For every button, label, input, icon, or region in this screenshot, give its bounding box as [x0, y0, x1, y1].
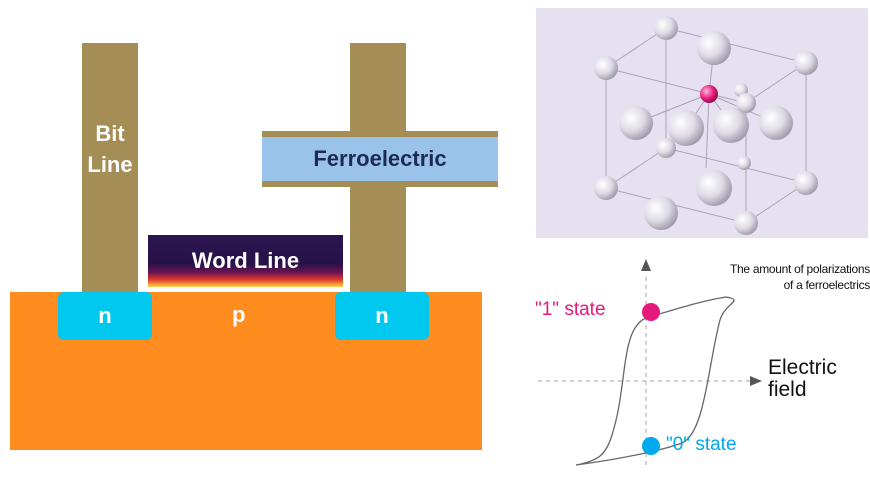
- hysteresis-plot: The amount of polarizations of a ferroel…: [510, 245, 870, 477]
- state-1-point: [642, 303, 660, 321]
- bit-line-pillar: [82, 43, 138, 292]
- crystal-lattice-panel: [536, 8, 868, 238]
- state-0-point: [642, 437, 660, 455]
- bit-line-label-line1: Bit: [95, 121, 125, 146]
- polarization-axis-label: The amount of polarizations of a ferroel…: [686, 261, 870, 293]
- axis-arrow-up-icon: [641, 259, 651, 271]
- p-region-label: p: [232, 302, 246, 327]
- word-line-gate: Word Line: [148, 235, 343, 287]
- bit-line-label: Bit Line: [82, 118, 138, 180]
- axis-arrow-right-icon: [750, 376, 762, 386]
- state-0-label: "0" state: [666, 434, 737, 455]
- electric-field-label-line2: field: [768, 378, 807, 401]
- electric-field-label-line1: Electric: [768, 356, 837, 379]
- electric-field-label: Electric field: [768, 357, 837, 401]
- crystal-lattice-illustration: [594, 16, 818, 235]
- n-diffusion-right: n: [335, 292, 429, 340]
- polarization-label-line1: The amount of polarizations: [730, 262, 870, 276]
- hysteresis-graph: [538, 259, 762, 466]
- state-1-label: "1" state: [535, 299, 606, 320]
- bit-line-label-line2: Line: [87, 152, 133, 177]
- polarization-label-line2: of a ferroelectrics: [783, 278, 870, 292]
- n-diffusion-left: n: [58, 292, 152, 340]
- hysteresis-loop: [575, 296, 735, 466]
- ferroelectric-layer: Ferroelectric: [262, 137, 498, 181]
